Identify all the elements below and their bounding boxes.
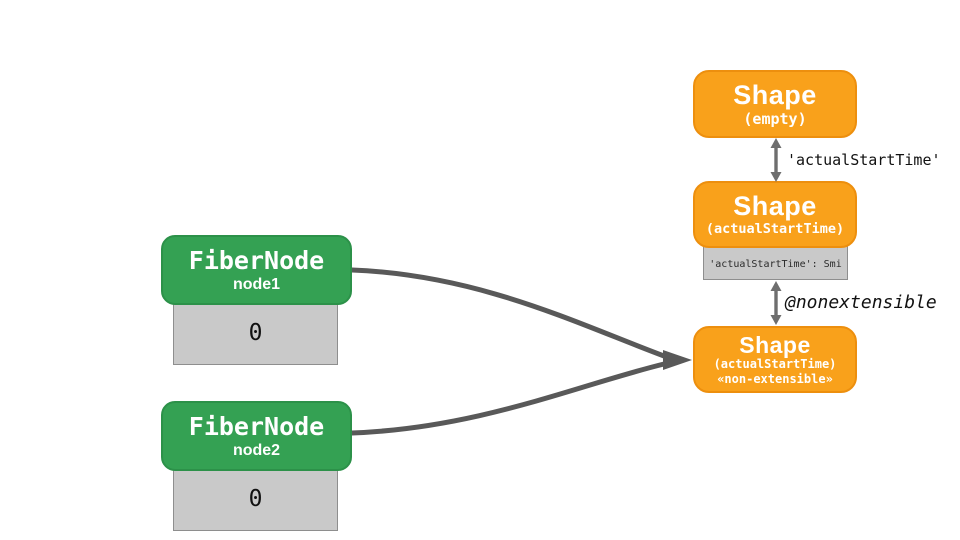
shape-title: Shape [739,331,811,358]
fibernode-node2-value: 0 [173,467,338,531]
fibernode-node1-value: 0 [173,301,338,365]
transition-arrow-icon [770,281,782,325]
transition-arrow-icon [770,138,782,182]
shape-nonextensible-box: Shape (actualStartTime) «non-extensible» [693,326,857,393]
transition-label-actualstarttime: 'actualStartTime' [787,151,941,169]
shape-title: Shape [733,79,817,110]
shape-subtitle: (actualStartTime) [713,356,837,371]
edge-arrowhead-icon [663,350,692,370]
shape-empty-box: Shape (empty) [693,70,857,138]
shape-subtitle: (actualStartTime) [705,221,845,237]
edge-node2-to-shape [349,361,667,436]
shape-slot-descriptor: 'actualStartTime': Smi [703,246,848,280]
fibernode-title: FiberNode [188,245,325,275]
edge-node1-to-shape [349,267,667,359]
shape-subtitle-2: «non-extensible» [717,371,833,386]
fibernode-node2-box: FiberNode node2 [161,401,352,471]
fibernode-name: node2 [232,441,281,459]
fibernode-name: node1 [232,275,281,293]
fibernode-title: FiberNode [188,411,325,441]
fibernode-node1-box: FiberNode node1 [161,235,352,305]
shape-subtitle: (empty) [743,109,807,128]
shape-title: Shape [733,191,817,221]
transition-label-nonextensible: @nonextensible [785,292,937,313]
shape-actualstarttime-box: Shape (actualStartTime) [693,181,857,248]
